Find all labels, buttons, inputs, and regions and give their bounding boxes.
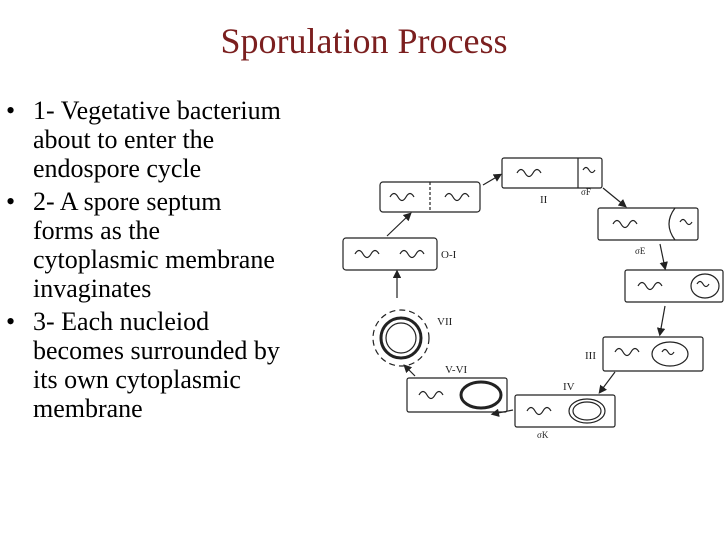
bullet-item: • 1- Vegetative bacterium about to enter… bbox=[6, 96, 351, 183]
bullet-item: • 2- A spore septum forms as the cytopla… bbox=[6, 187, 351, 303]
bullet-line: forms as the bbox=[33, 216, 161, 245]
stage-cell-top-left bbox=[379, 181, 481, 213]
bullet-list: • 1- Vegetative bacterium about to enter… bbox=[6, 96, 351, 427]
slide-title: Sporulation Process bbox=[220, 21, 508, 61]
stage-label-iv: IV bbox=[563, 381, 575, 393]
arrow-v-vi-to-vii bbox=[403, 364, 416, 377]
stage-label-v-vi: V-VI bbox=[445, 364, 468, 376]
arrow-iv-to-v-vi bbox=[490, 408, 514, 417]
arrow-to-stage-iii bbox=[656, 305, 666, 337]
bullet-line: 3- Each nucleiod bbox=[33, 307, 210, 336]
sigma-k-label: σK bbox=[537, 430, 549, 440]
stage-label-vii: VII bbox=[437, 316, 453, 328]
bullet-line: its own cytoplasmic bbox=[33, 365, 241, 394]
stage-cell-ii bbox=[501, 157, 603, 189]
stage-cell-engulfment bbox=[597, 207, 699, 241]
arrow-iii-to-iv bbox=[598, 371, 616, 394]
arrow-ii-to-engulfment bbox=[602, 187, 627, 208]
bullet-dot: • bbox=[6, 307, 16, 336]
bullet-dot: • bbox=[6, 187, 16, 216]
bullet-line: 2- A spore septum bbox=[33, 187, 222, 216]
arrow-to-stage-ii bbox=[482, 173, 503, 186]
stage-cell-o-i bbox=[342, 237, 438, 271]
bullet-line: cytoplasmic membrane bbox=[33, 245, 275, 274]
stage-cell-engulfed bbox=[624, 269, 724, 303]
stage-cell-iii bbox=[602, 336, 704, 372]
bullet-line: becomes surrounded by bbox=[33, 336, 280, 365]
bullet-line: membrane bbox=[33, 394, 143, 423]
stage-cell-v-vi bbox=[406, 377, 508, 413]
bullet-dot: • bbox=[6, 96, 16, 125]
stage-label-o-i: O-I bbox=[441, 249, 457, 261]
sporulation-cycle-diagram: O-I II σF σE bbox=[342, 157, 724, 440]
stage-cell-iv bbox=[514, 394, 616, 428]
bullet-line: endospore cycle bbox=[33, 154, 202, 183]
stage-spore-vii bbox=[372, 309, 430, 367]
sigma-e-label: σE bbox=[635, 246, 646, 256]
bullet-line: 1- Vegetative bacterium bbox=[33, 96, 281, 125]
arrow-o-i-to-division bbox=[386, 212, 412, 237]
stage-label-ii: II bbox=[540, 194, 548, 206]
arrow-to-engulfed bbox=[659, 243, 668, 271]
sigma-f-label: σF bbox=[581, 187, 591, 197]
stage-label-iii: III bbox=[585, 350, 596, 362]
bullet-line: invaginates bbox=[33, 274, 152, 303]
bullet-item: • 3- Each nucleiod becomes surrounded by… bbox=[6, 307, 351, 423]
bullet-line: about to enter the bbox=[33, 125, 215, 154]
